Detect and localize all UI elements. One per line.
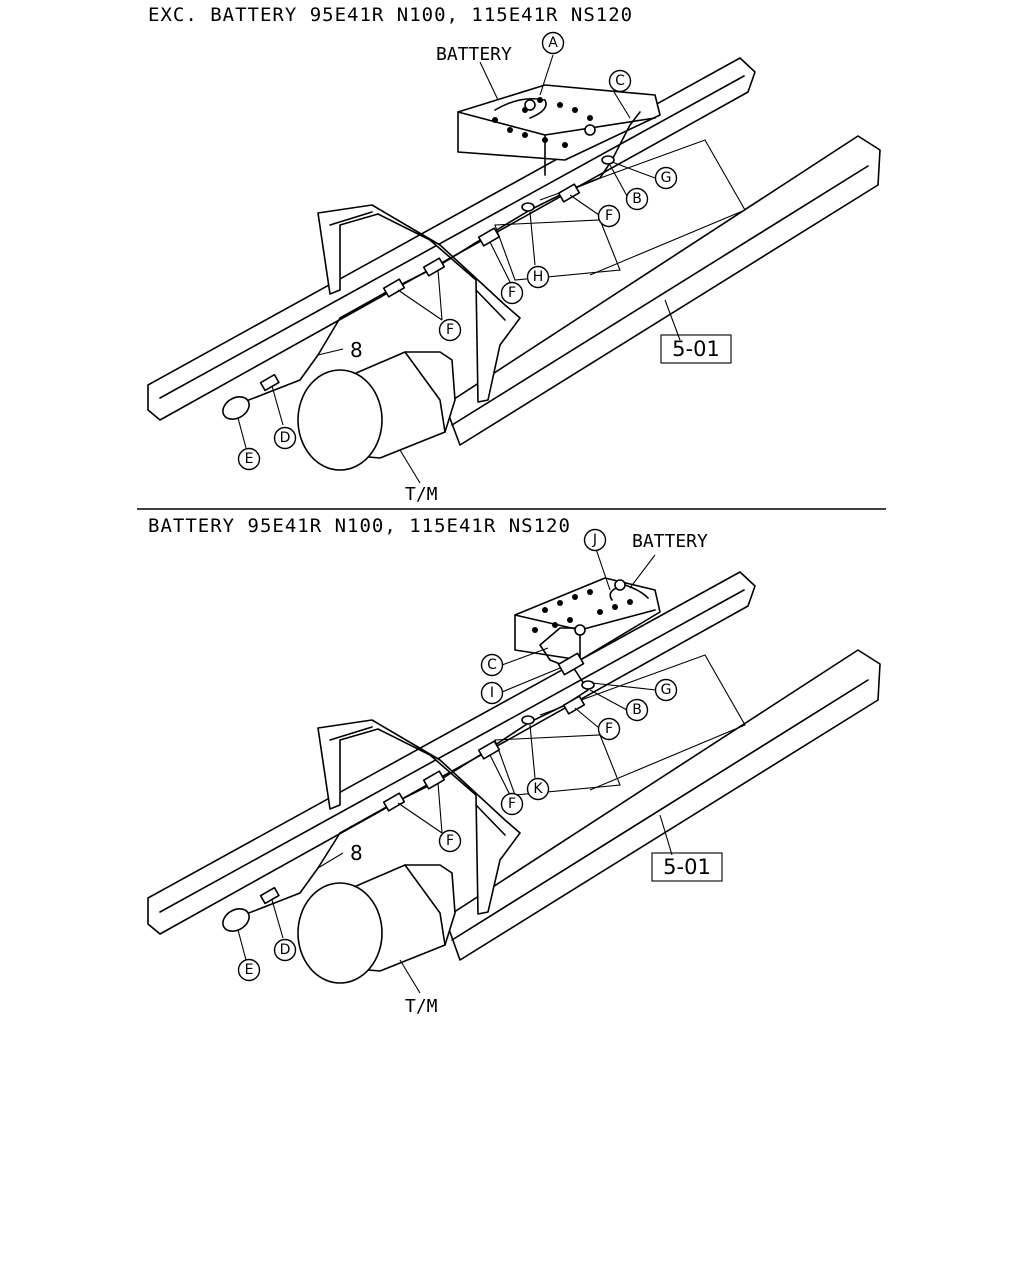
svg-text:I: I [490, 685, 494, 701]
svg-text:F: F [605, 208, 613, 224]
callout-e: E [237, 447, 261, 471]
section-1-cable-8 [222, 97, 641, 420]
svg-text:D: D [280, 942, 291, 958]
callout-a: A [541, 31, 565, 55]
section-1-transmission-label: T/M [405, 484, 438, 505]
section-2-transmission-label: T/M [405, 996, 438, 1017]
section-1: EXC. BATTERY 95E41R N100, 115E41R NS120 [147, 4, 881, 505]
callout-e: E [237, 958, 261, 982]
section-2-leaders [237, 548, 673, 994]
section-1-part-number: 8 [350, 338, 363, 362]
svg-text:F: F [446, 322, 454, 338]
svg-text:F: F [508, 285, 516, 301]
section-2-transmission [297, 864, 456, 984]
callout-h: H [526, 265, 550, 289]
section-1-transmission [297, 351, 456, 471]
section-2-frame [147, 571, 881, 961]
section-1-frame [147, 57, 881, 446]
callout-c: C [608, 69, 632, 93]
section-2-part-number: 8 [350, 841, 363, 865]
svg-text:F: F [605, 721, 613, 737]
callout-f: F [500, 281, 524, 305]
svg-text:J: J [592, 532, 597, 548]
callout-f: F [438, 829, 462, 853]
section-2: BATTERY 95E41R N100, 115E41R NS120 [147, 515, 881, 1017]
section-2-cable-8 [222, 579, 649, 932]
section-1-reference-text: 5-01 [672, 337, 720, 361]
callout-f: F [438, 318, 462, 342]
section-1-battery-label: BATTERY [436, 44, 512, 65]
section-1-reference-box: 5-01 [660, 334, 732, 364]
callout-i: I [480, 681, 504, 705]
svg-text:B: B [632, 702, 642, 718]
callout-d: D [273, 938, 297, 962]
callout-f: F [597, 204, 621, 228]
callout-j: J [583, 528, 607, 552]
callout-d: D [273, 426, 297, 450]
section-2-battery-box [514, 577, 661, 666]
svg-text:G: G [661, 170, 672, 186]
section-2-title: BATTERY 95E41R N100, 115E41R NS120 [148, 515, 571, 537]
svg-text:E: E [245, 962, 254, 978]
svg-text:B: B [632, 191, 642, 207]
callout-f: F [597, 717, 621, 741]
svg-text:K: K [533, 781, 543, 797]
callout-c: C [480, 653, 504, 677]
callout-f: F [500, 792, 524, 816]
section-1-title: EXC. BATTERY 95E41R N100, 115E41R NS120 [148, 4, 633, 26]
svg-text:A: A [548, 35, 558, 51]
svg-text:C: C [487, 657, 497, 673]
callout-b: B [625, 698, 649, 722]
section-2-reference-text: 5-01 [663, 855, 711, 879]
svg-text:F: F [446, 833, 454, 849]
callout-k: K [526, 777, 550, 801]
svg-text:E: E [245, 451, 254, 467]
section-1-leaders [237, 54, 681, 484]
svg-text:C: C [615, 73, 625, 89]
svg-text:H: H [533, 269, 544, 285]
section-2-battery-label: BATTERY [632, 531, 708, 552]
callout-g: G [654, 166, 678, 190]
callout-g: G [654, 678, 678, 702]
section-2-reference-box: 5-01 [651, 852, 723, 882]
callout-b: B [625, 187, 649, 211]
svg-text:D: D [280, 430, 291, 446]
svg-text:G: G [661, 682, 672, 698]
svg-text:F: F [508, 796, 516, 812]
